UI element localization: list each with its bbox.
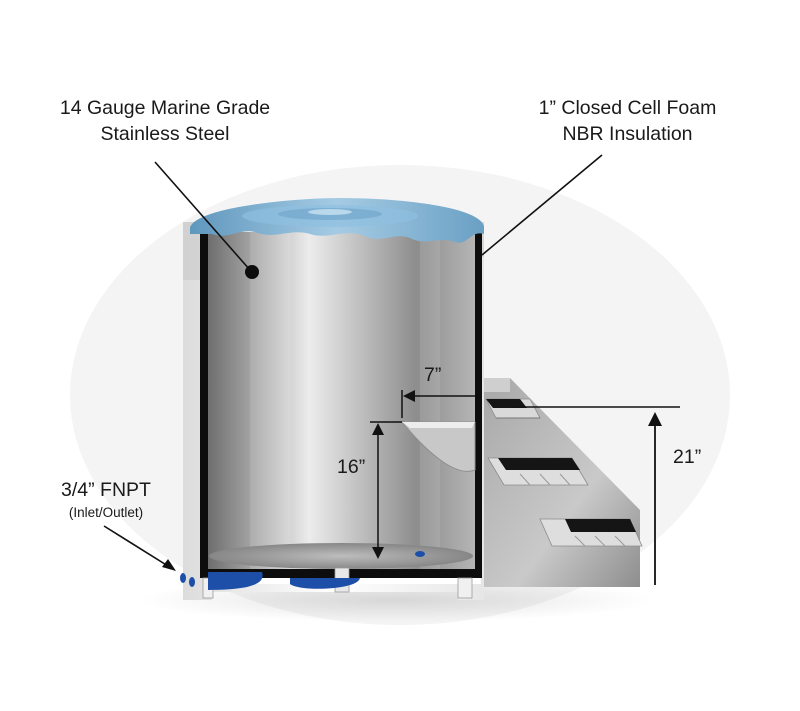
fnpt-port-2 (189, 577, 195, 587)
foam-callout: 1” Closed Cell Foam NBR Insulation (505, 96, 750, 147)
steel-leader-dot (245, 265, 259, 279)
fnpt-callout-line2: (Inlet/Outlet) (68, 505, 144, 521)
tank (180, 198, 484, 600)
fnpt-leader (103, 525, 169, 567)
tank-floor (209, 543, 473, 569)
fnpt-callout-line1: 3/4” FNPT (61, 479, 151, 501)
dim-7-label: 7” (424, 364, 442, 386)
fnpt-callout: 3/4” FNPT (Inlet/Outlet) (40, 478, 172, 522)
steps-assembly (484, 378, 643, 587)
tank-lid (190, 198, 484, 243)
step-tread-3 (539, 518, 643, 547)
stainless-steel-interior (208, 232, 475, 569)
dimension-lines (370, 390, 680, 585)
inner-step-shelf (400, 421, 476, 472)
fnpt-port-1 (180, 573, 186, 583)
step-tread-1 (485, 398, 541, 419)
leader-lines (103, 154, 603, 571)
steel-callout-line1: 14 Gauge Marine Grade (59, 97, 271, 119)
foam-leader (481, 154, 603, 256)
dim-21-label: 21” (673, 446, 702, 468)
foam-callout-line1: 1” Closed Cell Foam (538, 97, 717, 119)
foam-callout-line2: NBR Insulation (562, 122, 693, 145)
steel-callout: 14 Gauge Marine Grade Stainless Steel (30, 96, 300, 147)
steel-leader (154, 161, 251, 271)
dim-16-label: 16” (337, 456, 366, 478)
steel-callout-line2: Stainless Steel (100, 122, 230, 145)
step-tread-2 (487, 457, 589, 486)
fnpt-fittings (180, 551, 425, 590)
